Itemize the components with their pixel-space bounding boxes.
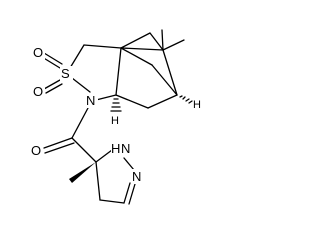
bond-ch-n — [95, 94, 117, 101]
bond-s-o1-b — [43, 52, 63, 65]
wedge-bond-methyl — [69, 162, 96, 183]
bond-n-ch-b — [128, 183, 136, 205]
bond-carbonyl-cq2 — [71, 137, 97, 163]
atom-oxygen-carbonyl: O — [31, 143, 41, 158]
atom-hydrogen-stereo-bh: H — [193, 99, 201, 111]
bond-bh-ch2 — [147, 94, 178, 109]
bond-s-o2-a — [43, 79, 61, 90]
bond-bridge-me2 — [162, 39, 185, 51]
bond-s-o2-b — [45, 83, 63, 94]
bond-n-carbonyl — [71, 107, 89, 139]
atom-hydrogen-nh: H — [111, 141, 120, 156]
structure-canvas: S O O N O H H H N N — [31, 29, 201, 205]
bond-ch2-cq2 — [95, 161, 101, 201]
bond-nh-n — [123, 157, 135, 171]
bond-bridge-me1 — [161, 29, 164, 51]
atom-sulfur: S — [61, 66, 70, 81]
bond-bridgehead2-bh — [151, 64, 178, 96]
bond-n-s — [71, 77, 91, 93]
atom-oxygen-2: O — [33, 84, 43, 99]
atom-nitrogen-ring: N — [132, 169, 141, 184]
bond-cq2-nh — [95, 149, 113, 163]
atom-nitrogen-nh: N — [121, 141, 130, 156]
hashed-bond-ch-h — [110, 98, 122, 112]
bond-cq-bridge — [120, 47, 164, 51]
bond-co-b — [44, 142, 75, 154]
bond-co-a — [43, 137, 73, 149]
bond-n-ch-a — [123, 182, 131, 204]
bond-s-ch2 — [69, 44, 85, 69]
molecule-diagram: S O O N O H H H N N — [31, 29, 201, 205]
hashed-bond-bh-h — [179, 95, 193, 104]
bond-bridge-bh — [162, 49, 178, 96]
bond-ch2-cq — [83, 44, 122, 49]
atom-hydrogen-stereo-ch: H — [111, 115, 119, 127]
atom-nitrogen-sultam: N — [86, 93, 95, 108]
bond-ch2-ch — [115, 94, 149, 109]
bond-cq-c1 — [120, 32, 151, 49]
bond-cq-bridgehead2 — [120, 47, 153, 66]
bond-c1-bridge — [149, 32, 164, 51]
atom-oxygen-1: O — [33, 45, 43, 60]
bond-ch-ch2 — [99, 199, 125, 204]
bond-cq-ch — [115, 47, 122, 96]
